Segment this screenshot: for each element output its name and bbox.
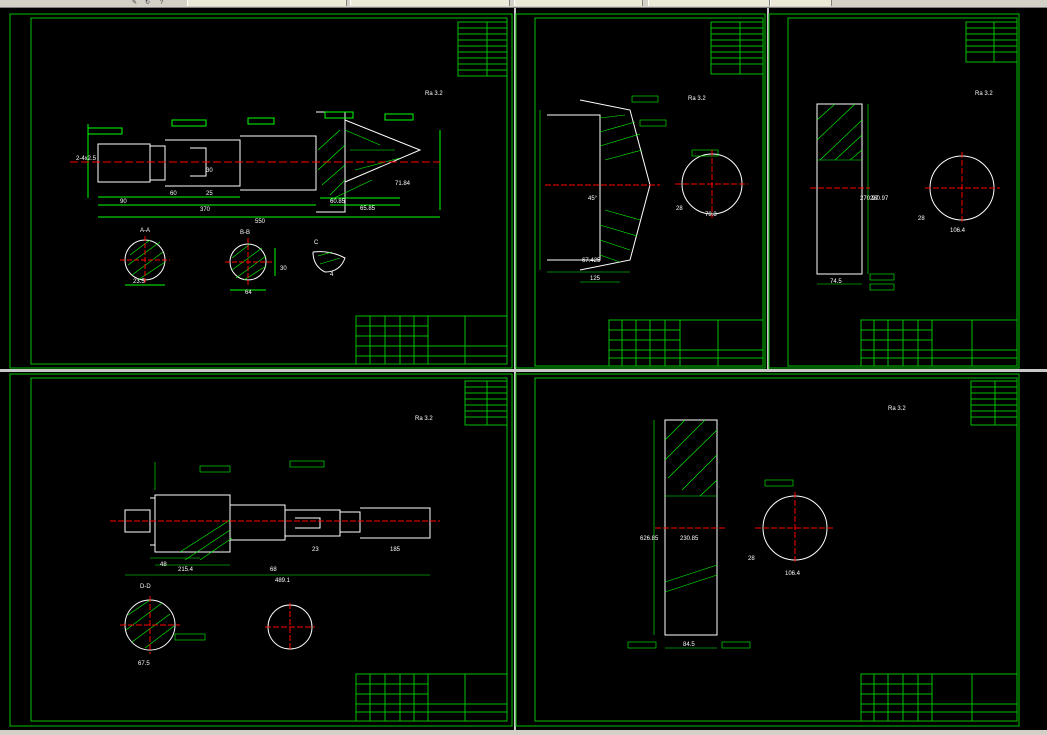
svg-text:C: C — [314, 240, 319, 246]
vertical-splitter-left[interactable] — [514, 8, 516, 730]
svg-text:125: 125 — [590, 276, 601, 282]
svg-text:30: 30 — [206, 168, 213, 174]
svg-text:23.5: 23.5 — [133, 279, 145, 285]
svg-text:60.85: 60.85 — [330, 199, 346, 205]
svg-text:23: 23 — [312, 547, 319, 553]
title-toolbar: ✎ ↻ ? — [0, 0, 1047, 8]
svg-text:30: 30 — [280, 266, 287, 272]
draw-icon[interactable]: ✎ — [132, 0, 138, 6]
svg-text:106.4: 106.4 — [785, 571, 801, 577]
svg-text:Ra 3.2: Ra 3.2 — [688, 96, 706, 102]
svg-text:67.5: 67.5 — [138, 661, 150, 667]
svg-text:Ra 3.2: Ra 3.2 — [415, 416, 433, 422]
svg-text:230.85: 230.85 — [680, 536, 699, 542]
drawing-tab-5[interactable] — [770, 0, 832, 6]
svg-text:106.4: 106.4 — [950, 228, 966, 234]
svg-text:67.425: 67.425 — [582, 258, 601, 264]
dim-text: 2-4x2.5 — [76, 156, 97, 162]
svg-text:B-B: B-B — [240, 230, 250, 236]
drawing-tab-1[interactable] — [187, 0, 347, 6]
svg-text:90: 90 — [120, 199, 127, 205]
svg-text:79.3: 79.3 — [705, 212, 717, 218]
svg-text:626.85: 626.85 — [640, 536, 659, 542]
drawing-tab-2[interactable] — [350, 0, 510, 6]
svg-text:71.84: 71.84 — [395, 181, 411, 187]
help-icon[interactable]: ? — [160, 0, 164, 6]
vertical-splitter-right[interactable] — [767, 8, 769, 370]
svg-text:25: 25 — [206, 191, 213, 197]
svg-text:489.1: 489.1 — [275, 578, 291, 584]
svg-text:185: 185 — [390, 547, 401, 553]
svg-text:84.5: 84.5 — [683, 642, 695, 648]
svg-text:370: 370 — [200, 207, 211, 213]
svg-text:48: 48 — [160, 562, 167, 568]
svg-text:A-A: A-A — [140, 228, 150, 234]
horizontal-splitter[interactable] — [0, 369, 1047, 372]
svg-text:215.4: 215.4 — [178, 567, 194, 573]
svg-text:28: 28 — [676, 206, 683, 212]
svg-text:45°: 45° — [588, 196, 598, 202]
svg-text:D-D: D-D — [140, 584, 151, 590]
svg-text:Ra 3.2: Ra 3.2 — [425, 91, 443, 97]
svg-text:Ra 3.2: Ra 3.2 — [975, 91, 993, 97]
svg-text:4: 4 — [330, 272, 334, 278]
svg-text:Ra 3.2: Ra 3.2 — [888, 406, 906, 412]
svg-text:28: 28 — [918, 216, 925, 222]
svg-text:280.97: 280.97 — [870, 196, 889, 202]
drawing-tab-3[interactable] — [514, 0, 643, 6]
redo-icon[interactable]: ↻ — [145, 0, 151, 6]
svg-text:270.97: 270.97 — [860, 196, 879, 202]
svg-text:65.85: 65.85 — [360, 206, 376, 212]
svg-text:60: 60 — [170, 191, 177, 197]
svg-text:68: 68 — [270, 567, 277, 573]
svg-text:550: 550 — [255, 219, 266, 225]
svg-text:28: 28 — [748, 556, 755, 562]
drawing-tab-4[interactable] — [648, 0, 770, 6]
status-bar — [0, 730, 1047, 735]
svg-text:64: 64 — [245, 290, 252, 296]
svg-text:74.5: 74.5 — [830, 279, 842, 285]
